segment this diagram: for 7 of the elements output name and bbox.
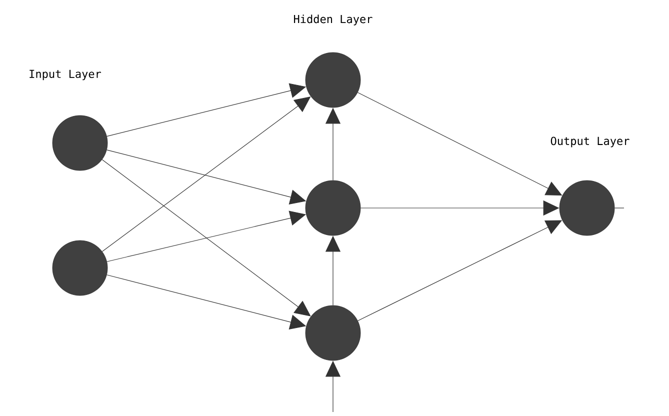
neuron-circle: [559, 180, 615, 236]
neuron-circle: [305, 305, 361, 361]
neuron-circle: [305, 52, 361, 108]
neuron-circle: [52, 115, 108, 171]
neuron-circle: [52, 240, 108, 296]
neuron-circle: [305, 180, 361, 236]
arrow: [102, 159, 311, 316]
